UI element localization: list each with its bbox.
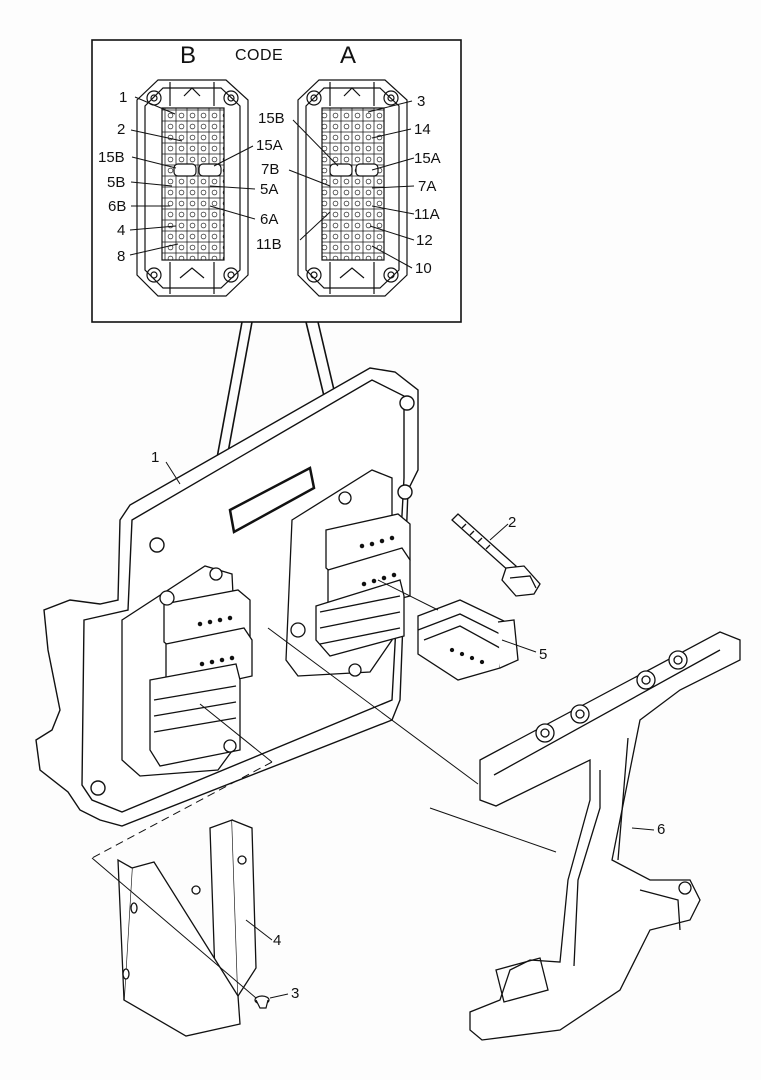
inset-a-label: 11A [414,206,440,223]
inset-a-label: 14 [414,121,431,138]
clip-fastener [254,995,270,1009]
inset-a-leaders [288,100,415,269]
inset-b-label: 2 [117,121,126,138]
inset-header-a: A [340,42,357,69]
callout-clip: 3 [291,985,300,1002]
inset-b-label: 1 [119,89,128,106]
inset-b-label: 6A [260,211,279,228]
callout-bracket: 6 [657,821,666,838]
connector-a-face [297,79,408,297]
inset-header-code: CODE [235,47,284,64]
callout-ecu: 1 [151,449,160,466]
callout-cover: 4 [273,932,282,949]
inset-a-label: 15B [258,110,285,127]
ecu-connector-a [285,469,411,677]
inset-b-label: 4 [117,222,126,239]
inset-b-leaders [129,96,331,256]
connector-b-face [136,79,249,297]
cover-plate [117,819,257,1037]
inset-header-b: B [180,42,197,69]
plug-connector [417,599,519,681]
inset-b-label: 15B [98,149,125,166]
callout-leaders [165,461,655,999]
inset-a-label: 12 [416,232,433,249]
inset-b-label: 8 [117,248,126,265]
inset-b-label: 5B [107,174,126,191]
callout-plug: 5 [539,646,548,663]
inset-b-label: 15A [256,137,283,154]
inset-b-label: 5A [260,181,279,198]
assembly-lines [91,579,557,999]
inset-a-label: 15A [414,150,441,167]
inset-a-label: 7A [418,178,437,195]
bolt [451,513,541,597]
inset-a-label: 3 [417,93,426,110]
inset-b-label: 11B [256,236,282,253]
inset-a-label: 7B [261,161,280,178]
inset-b-label: 6B [108,198,127,215]
callout-bolt: 2 [508,514,517,531]
inset-a-label: 10 [415,260,432,277]
harness-bracket [469,631,741,1041]
ecu-connector-b [121,565,253,777]
